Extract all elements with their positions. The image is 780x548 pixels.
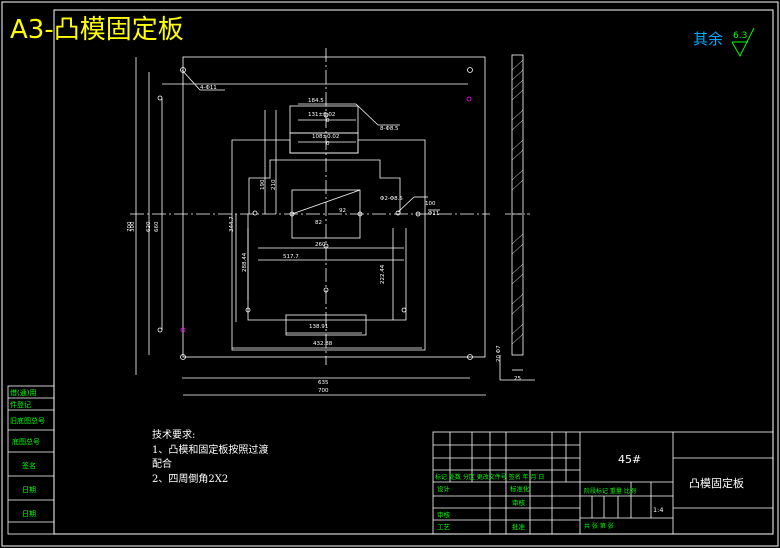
svg-text:100: 100: [425, 201, 436, 207]
cavity-lower: [231, 214, 426, 351]
hole-corner: [467, 354, 473, 360]
hole-corner: [467, 67, 473, 73]
side-dim-label: 20 Φ7: [496, 345, 502, 362]
svg-text:700: 700: [318, 388, 329, 394]
svg-text:222.44: 222.44: [380, 264, 386, 284]
svg-text:288.44: 288.44: [242, 252, 248, 272]
svg-text:184.5: 184.5: [308, 98, 324, 104]
title-block-text: 45# 凸模固定板 标记 处数 分区 更改文件号 签名 年 月 日 设计 标准化…: [435, 453, 744, 531]
svg-text:日期: 日期: [22, 486, 36, 494]
svg-text:700: 700: [127, 221, 133, 232]
cavity-lower-pocket: [285, 314, 367, 336]
hole-corner: [180, 354, 186, 360]
drawing-title: A3-凸模固定板: [10, 15, 184, 45]
svg-text:660: 660: [154, 221, 160, 232]
svg-text:131±0.02: 131±0.02: [308, 112, 335, 118]
svg-text:设计: 设计: [437, 484, 451, 493]
side-plate: [511, 54, 524, 356]
svg-text:0: 0: [326, 118, 330, 124]
svg-text:件登记: 件登记: [10, 400, 31, 409]
hole-screw: [401, 307, 407, 313]
material-label: 45#: [618, 453, 641, 466]
svg-text:517.7: 517.7: [283, 254, 299, 260]
hole-screw: [252, 210, 258, 216]
svg-text:4-Φ11: 4-Φ11: [200, 85, 217, 91]
hole-screw: [157, 327, 163, 333]
svg-text:共 张 第 张: 共 张 第 张: [584, 522, 614, 530]
svg-text:阶段标记 重量 比例: 阶段标记 重量 比例: [584, 487, 636, 495]
cavity-inner: [248, 159, 401, 214]
svg-text:审核: 审核: [437, 510, 451, 519]
svg-text:借(通)用: 借(通)用: [10, 388, 36, 397]
plate-outline: [182, 56, 486, 358]
hole-screw: [289, 211, 295, 217]
left-table-labels: 借(通)用 件登记 旧底图总号 底图总号 签名 日期 日期: [10, 388, 45, 518]
svg-text:日期: 日期: [22, 510, 36, 518]
svg-text:210: 210: [271, 179, 277, 190]
svg-text:138.91: 138.91: [309, 324, 328, 330]
plan-view: [130, 48, 490, 396]
hole-pin: [466, 96, 472, 102]
svg-text:工艺: 工艺: [437, 523, 451, 531]
dimension-labels: 4-Φ11 184.5 131±0.02 0 108±0.02 0 8-Φ8.5…: [127, 85, 439, 394]
svg-text:1:4: 1:4: [653, 506, 663, 514]
side-thickness-label: 25: [514, 376, 521, 382]
side-hatching: [511, 59, 524, 345]
svg-text:签名: 签名: [22, 461, 36, 470]
svg-text:432.88: 432.88: [313, 341, 333, 347]
svg-text:底图总号: 底图总号: [12, 437, 40, 446]
svg-text:批准: 批准: [512, 522, 526, 531]
hole-screw: [357, 211, 363, 217]
hole-corner: [180, 67, 186, 73]
notes-line-1: 1、凸模和固定板按照过渡: [152, 443, 268, 456]
svg-text:标准化: 标准化: [510, 484, 530, 493]
svg-text:108±0.02: 108±0.02: [312, 134, 339, 140]
left-table: [7, 385, 55, 535]
svg-text:旧底图总号: 旧底图总号: [10, 416, 45, 425]
hole-screw: [395, 210, 401, 216]
svg-text:190: 190: [260, 179, 266, 190]
notes-line-2: 配合: [152, 457, 172, 470]
svg-text:92: 92: [339, 208, 346, 214]
svg-text:0: 0: [326, 141, 330, 147]
inner-frame: [53, 9, 774, 535]
technical-notes: 技术要求: 1、凸模和固定板按照过渡 配合 2、四周倒角2X2: [152, 428, 268, 485]
hole-screw: [415, 211, 421, 217]
svg-text:Φ2-Φ8.5: Φ2-Φ8.5: [380, 196, 403, 202]
cavity-step-outline: [231, 139, 426, 214]
roughness-value: 6.3: [733, 31, 747, 41]
title-block: [432, 431, 774, 535]
cavity-upper: [289, 105, 359, 134]
hole-screw: [323, 287, 329, 293]
svg-text:300: 300: [130, 221, 136, 232]
hole-screw: [323, 112, 329, 118]
svg-text:Φ11: Φ11: [428, 211, 439, 217]
notes-line-3: 2、四周倒角2X2: [152, 473, 228, 485]
side-view: [499, 54, 535, 381]
hole-screw: [157, 95, 163, 101]
hole-screw: [323, 243, 329, 249]
svg-text:260: 260: [315, 242, 326, 248]
part-name-label: 凸模固定板: [689, 476, 744, 490]
notes-heading: 技术要求:: [152, 428, 195, 441]
svg-text:8-Φ8.5: 8-Φ8.5: [380, 126, 399, 132]
hole-screw: [245, 307, 251, 313]
svg-text:344.7: 344.7: [229, 216, 235, 232]
roughness-prefix: 其余: [693, 30, 723, 48]
title-block-header-row: 标记 处数 分区 更改文件号 签名 年 月 日: [435, 473, 544, 481]
hole-pin: [180, 327, 186, 333]
holes: [157, 67, 473, 360]
svg-text:620: 620: [146, 221, 152, 232]
svg-text:82: 82: [315, 220, 322, 226]
svg-text:审核: 审核: [512, 498, 526, 507]
svg-text:635: 635: [318, 380, 329, 386]
roughness-symbol-icon: [731, 27, 755, 58]
